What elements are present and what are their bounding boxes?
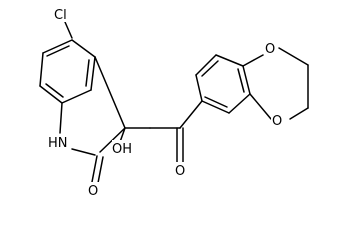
bond-lactam-co-2 [97, 156, 104, 184]
bond-lactam-co-1 [91, 155, 98, 183]
hydroxyl-label: OH [112, 142, 132, 157]
bond-n-c7a [59, 102, 63, 134]
bond-ring1-ab-inner [46, 45, 70, 57]
lactam-oxygen-label: O [88, 184, 98, 199]
bond-ring2-inner-2 [237, 68, 245, 93]
bond-ring1-ab [42, 39, 73, 54]
chlorine-label: Cl [54, 8, 67, 23]
bond-ring1-cd-inner [45, 83, 64, 98]
bond-ring1-ef [90, 56, 96, 91]
bonds [39, 21, 309, 184]
bond-dioxane-5 [249, 93, 272, 120]
dioxane-top-oxygen-label: O [265, 42, 275, 57]
nitrogen-h-label: HN [48, 136, 68, 151]
bond-ring1-bc [39, 52, 44, 87]
bond-c3-oh [119, 127, 126, 143]
bond-ring2-inner-3 [204, 96, 228, 108]
bond-ring2-inner-1 [201, 60, 219, 77]
bond-ring1-cd [39, 85, 63, 104]
bond-dioxane-4 [289, 107, 309, 120]
bond-ring2-1 [195, 74, 203, 102]
bond-ring1-fa [71, 39, 96, 58]
bond-dioxane-1 [242, 54, 264, 67]
bond-ring2-2 [195, 54, 217, 76]
bond-ring2-5 [228, 93, 251, 114]
bond-c3a-c3 [94, 56, 126, 129]
bond-cketone-ring2 [179, 100, 203, 129]
bond-dioxane-2 [278, 47, 309, 66]
bond-ring1-ef-inner [85, 59, 90, 87]
atom-labels: Cl HN OH O O O O [47, 6, 285, 199]
structure-diagram: Cl HN OH O O O O [39, 6, 309, 199]
bond-ring2-6 [201, 100, 230, 114]
bond-ring2-4 [242, 65, 251, 95]
bond-ring2-3 [215, 54, 244, 67]
ketone-oxygen-label: O [175, 164, 185, 179]
bond-cl [64, 21, 73, 39]
bond-c2-n [71, 148, 96, 156]
dioxane-bottom-oxygen-label: O [272, 114, 282, 129]
bond-ring1-de [61, 89, 92, 104]
